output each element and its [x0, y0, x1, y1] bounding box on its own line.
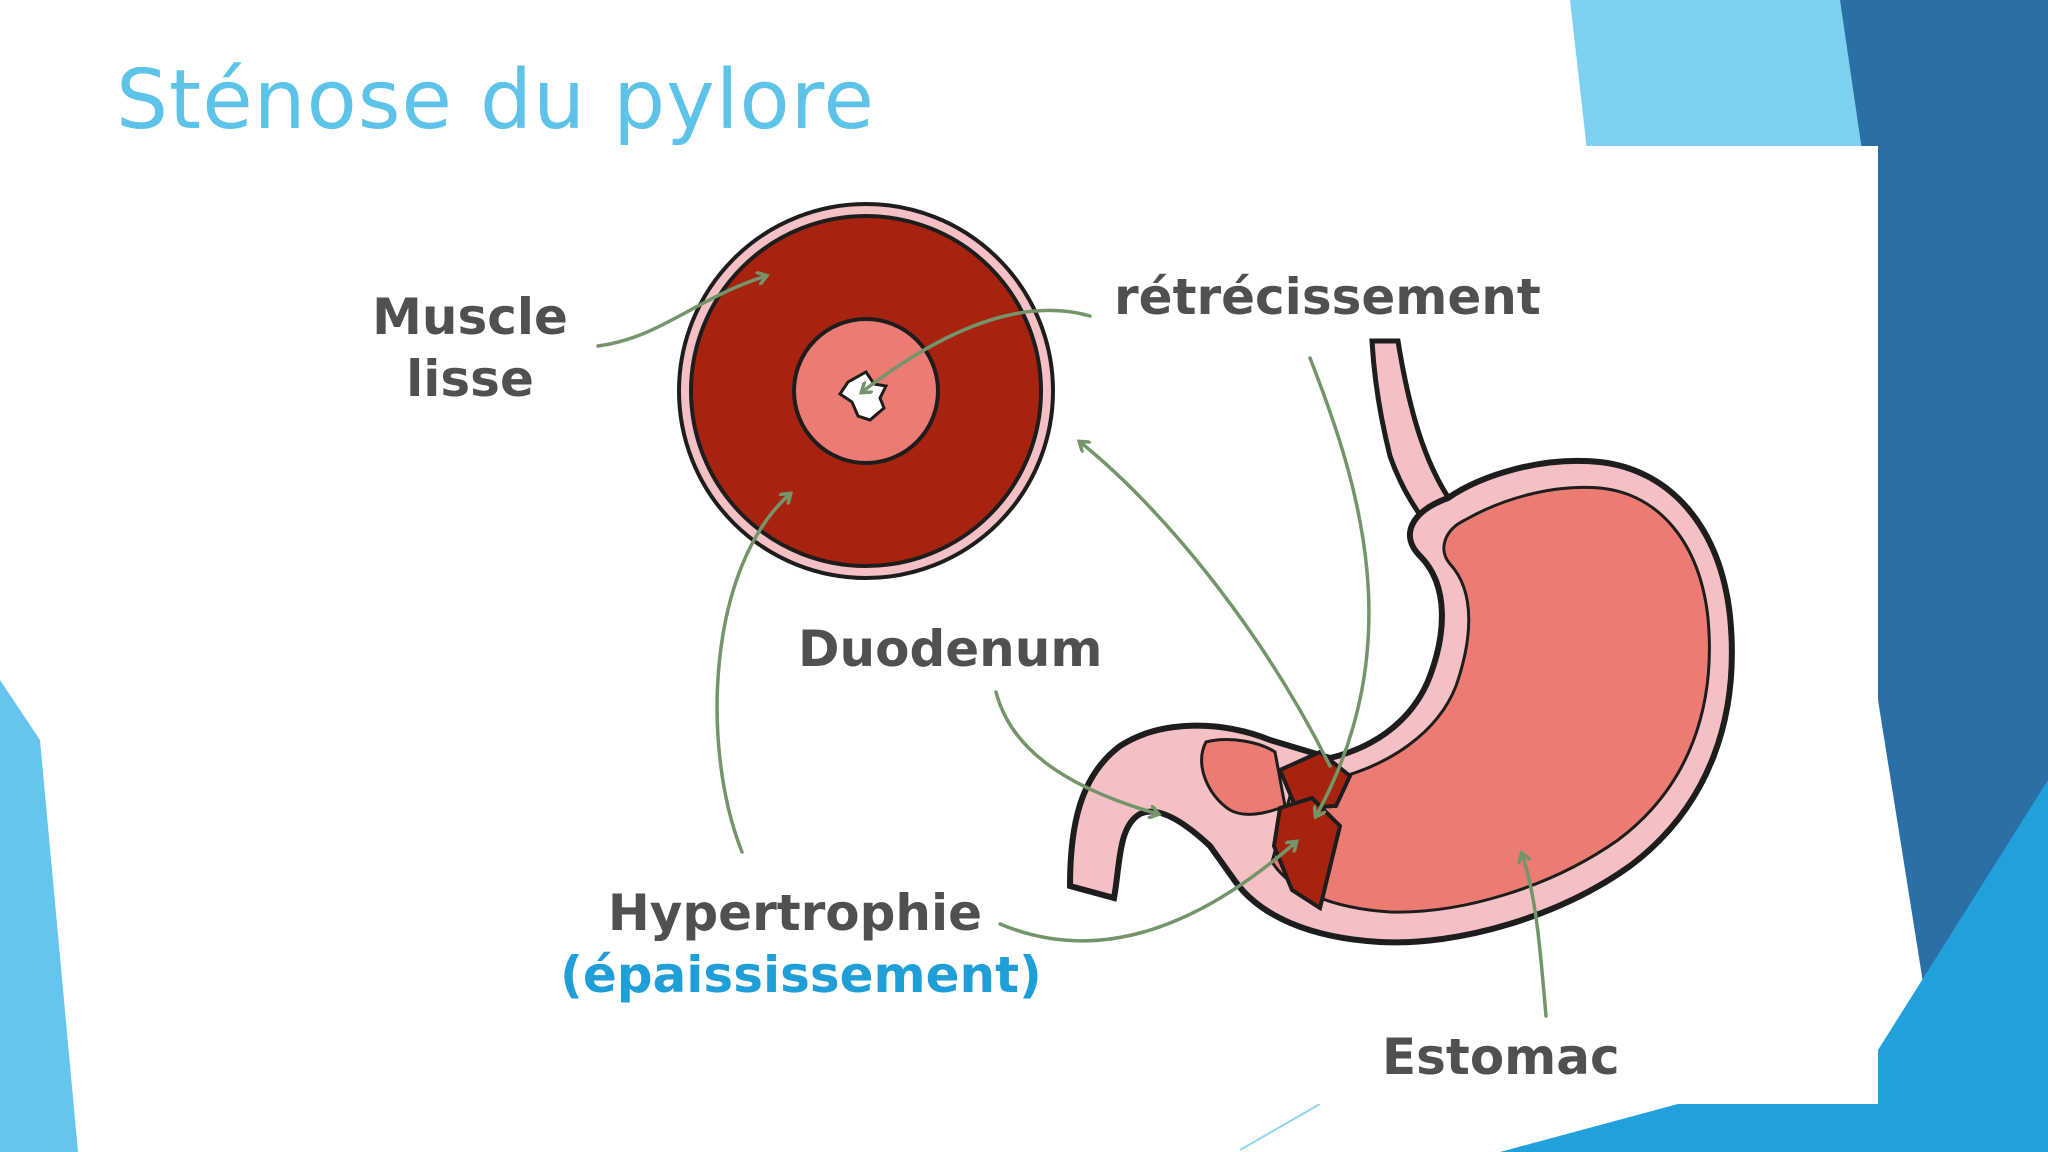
arrow-hypertrophy-to-pylorus	[998, 842, 1296, 943]
label-estomac: Estomac	[1382, 1028, 1620, 1086]
label-duodenum: Duodenum	[798, 620, 1103, 678]
stomach-inner-mucosa	[1270, 485, 1711, 914]
label-epaississement: (épaississement)	[560, 946, 1042, 1004]
pyloric-stenosis-illustration: Muscle lisse rétrécissement Duodenum Hyp…	[300, 146, 1878, 1104]
arrow-hypertrophy-to-ring	[715, 494, 790, 854]
cross-section-narrow-lumen	[837, 370, 889, 422]
label-muscle-line2: lisse	[406, 350, 534, 408]
arrow-muscle-to-ring	[596, 276, 766, 348]
pylorus-thickened-muscle-upper	[1277, 749, 1353, 811]
decor-bottom-blue-shape	[1500, 780, 2048, 1152]
decor-thin-line	[1239, 1103, 1321, 1151]
arrow-duodenum	[994, 690, 1158, 814]
label-hypertrophie: Hypertrophie (épaississement)	[560, 882, 1042, 1006]
arrow-narrowing-to-lumen	[862, 308, 1092, 392]
decor-left-blue-shape	[0, 680, 78, 1152]
duodenum-tube-inner	[1200, 738, 1287, 816]
annotation-arrows	[596, 276, 1548, 1018]
arrow-stomach	[1522, 854, 1548, 1018]
label-hypertrophie-line1: Hypertrophie	[607, 884, 983, 942]
label-retrecissement: rétrécissement	[1114, 268, 1541, 326]
label-muscle-line1: Muscle	[372, 288, 568, 346]
label-muscle-lisse: Muscle lisse	[370, 286, 570, 410]
arrow-pylorus-to-cross-section	[1080, 442, 1332, 768]
pylorus-thickened-muscle-lower	[1271, 795, 1343, 912]
stomach-drawing	[1066, 338, 1735, 946]
slide-title: Sténose du pylore	[116, 53, 876, 148]
arrow-narrowing-to-pylorus	[1308, 356, 1371, 816]
illustration-drawing	[596, 202, 1735, 1018]
